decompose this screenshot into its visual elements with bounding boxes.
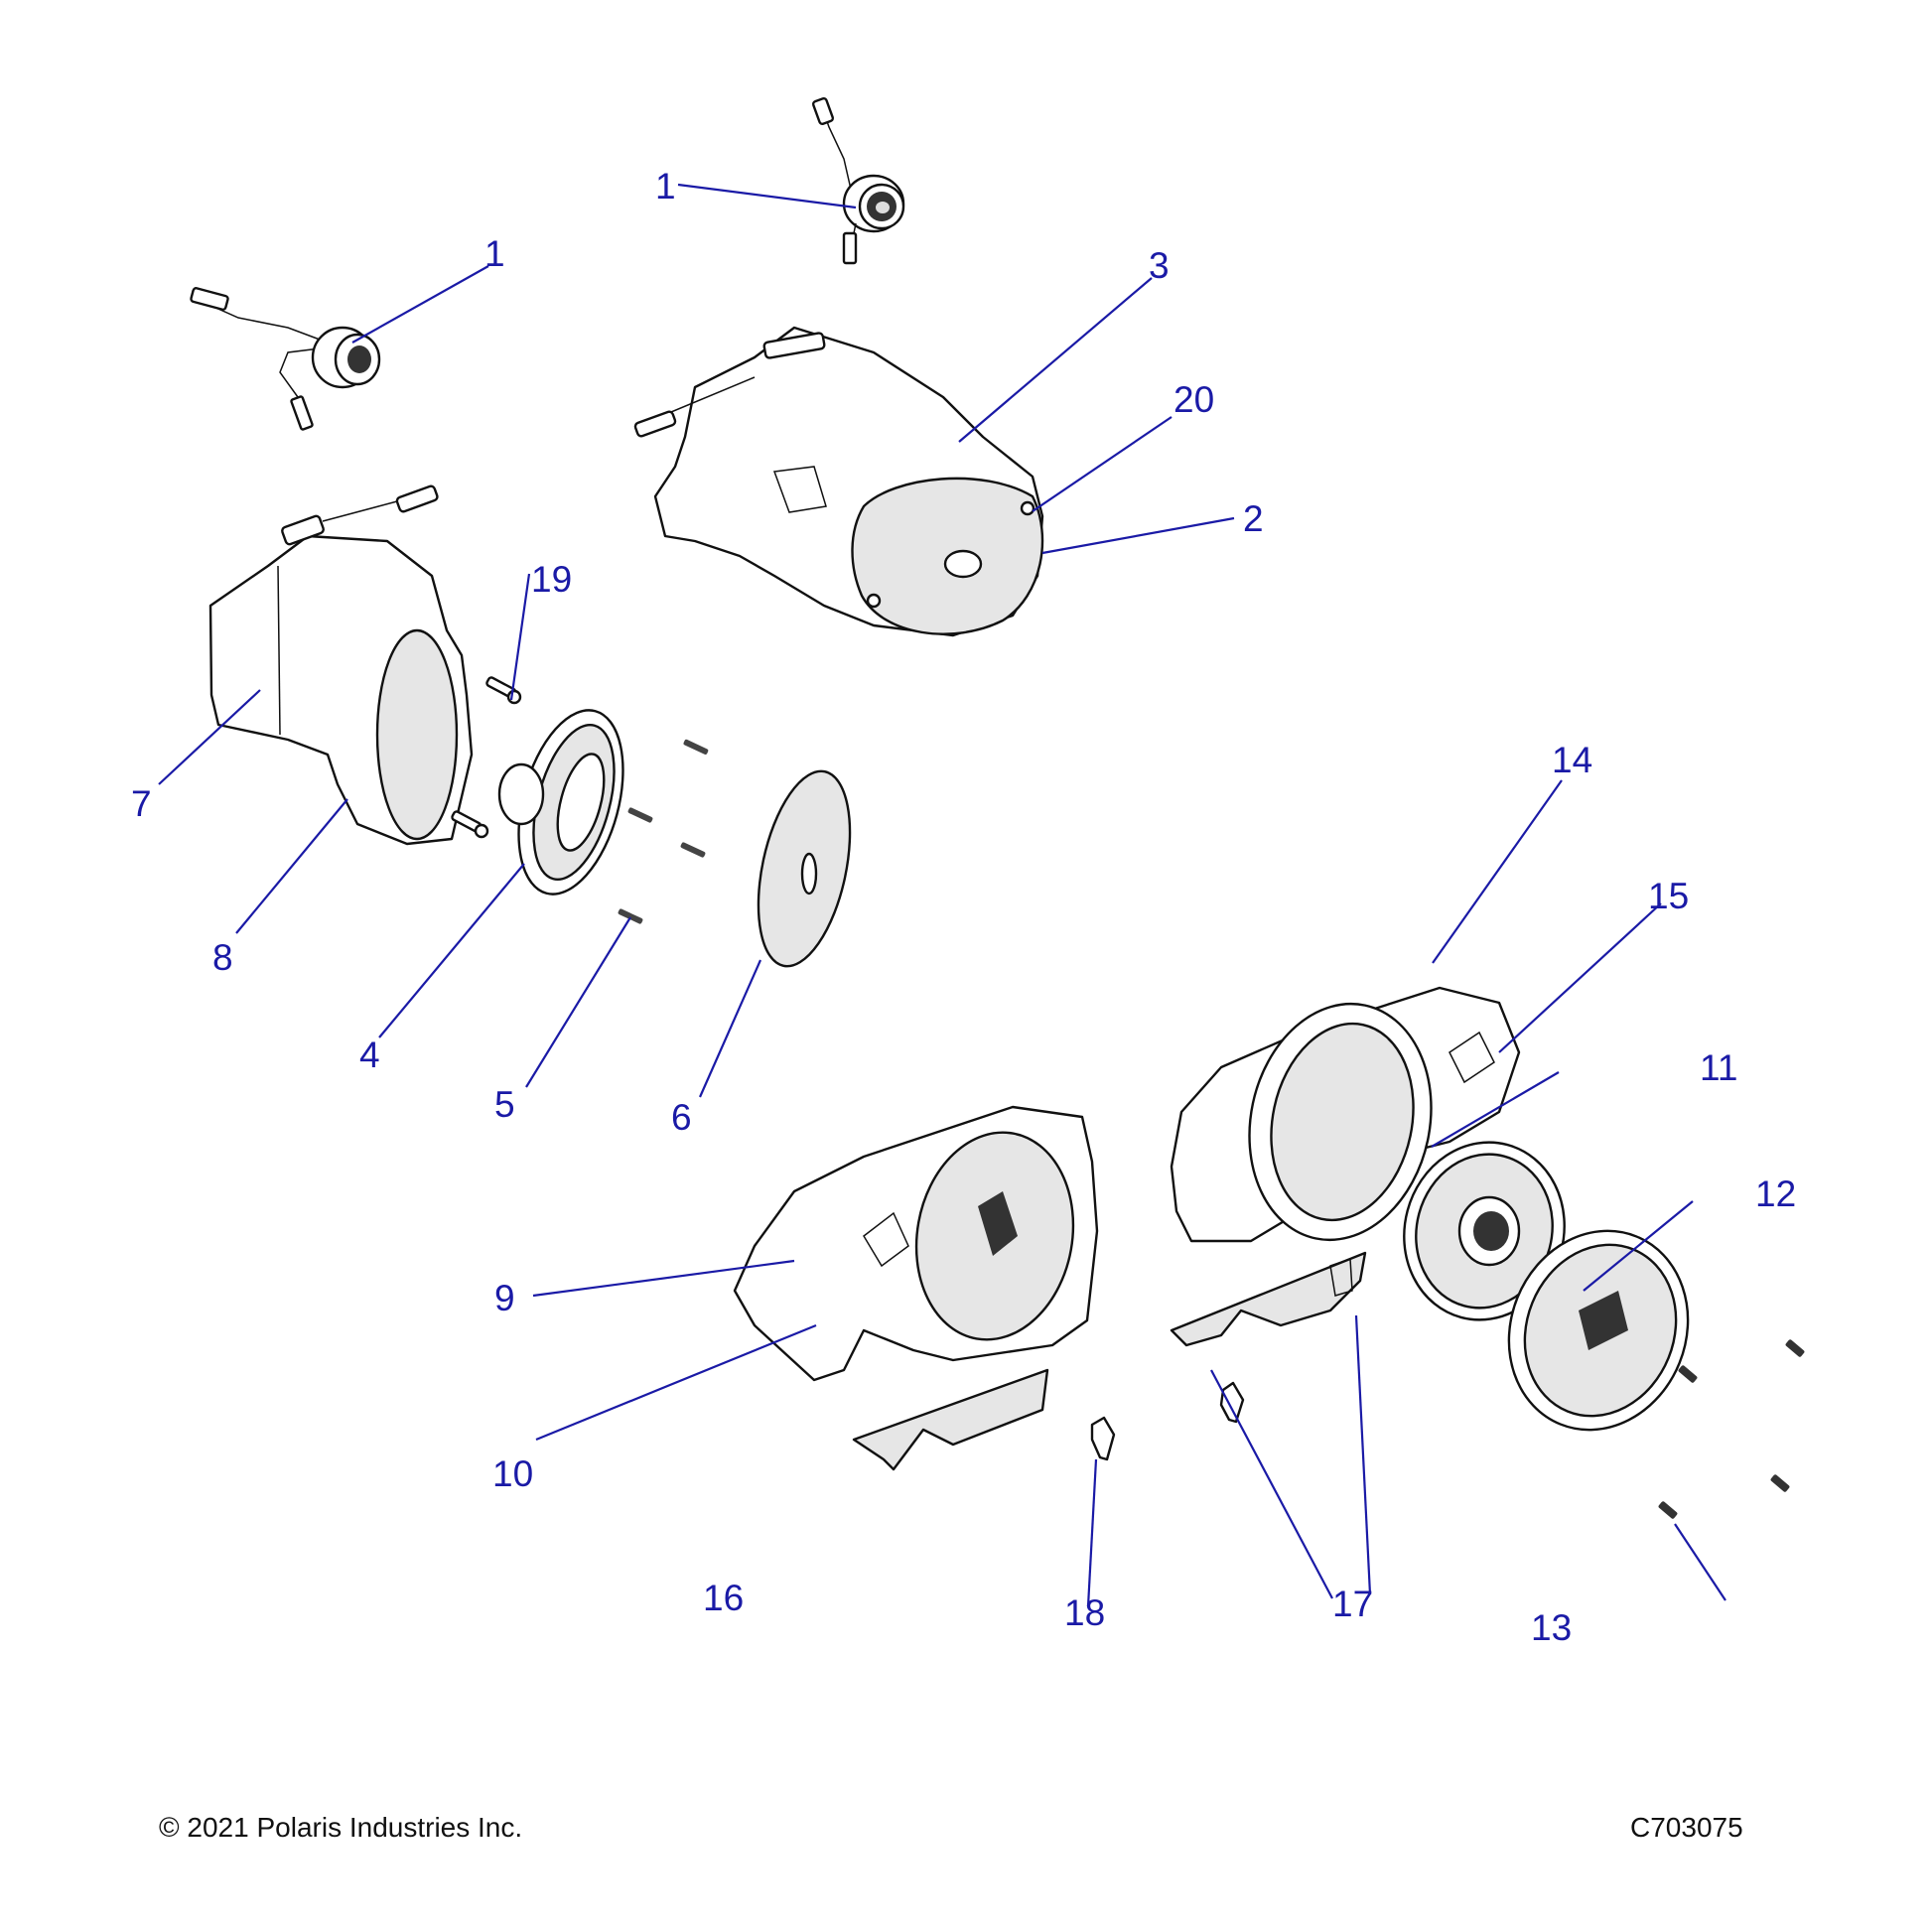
callout-8: 8: [212, 937, 233, 978]
enclosure-lower: [733, 1105, 1099, 1382]
callout-4: 4: [359, 1035, 380, 1075]
cover-plate-6: [757, 769, 852, 968]
leader-lines: [158, 183, 1726, 1607]
callout-1-left: 1: [484, 233, 505, 274]
grille-12: [1507, 1229, 1690, 1432]
screws-5: [618, 739, 709, 924]
callout-17: 17: [1332, 1584, 1373, 1624]
clips-18: [1090, 1381, 1245, 1461]
enclosure-right: [1170, 986, 1521, 1243]
bracket-17: [1170, 1251, 1367, 1347]
speaker-4: [497, 709, 624, 896]
callout-3: 3: [1149, 245, 1170, 286]
callout-1-top: 1: [655, 166, 676, 207]
callout-12: 12: [1755, 1173, 1796, 1214]
callouts: 1 1 2 3 4 5 6 7 8 9 10 11 12 13 14 15 16…: [131, 166, 1796, 1648]
callout-18: 18: [1064, 1592, 1105, 1633]
callout-20: 20: [1173, 379, 1214, 420]
screws-13: [1658, 1339, 1805, 1519]
drawing-number: C703075: [1630, 1812, 1743, 1843]
callout-16: 16: [703, 1578, 744, 1618]
callout-6: 6: [671, 1097, 692, 1138]
callout-2: 2: [1243, 498, 1264, 539]
enclosure-left: [208, 484, 474, 846]
callout-13: 13: [1531, 1607, 1572, 1648]
callout-9: 9: [494, 1278, 515, 1318]
bracket-16: [852, 1368, 1049, 1471]
tweeter-left: [190, 287, 381, 431]
speaker-11: [1403, 1141, 1566, 1321]
callout-19: 19: [531, 559, 572, 600]
callout-15: 15: [1648, 876, 1689, 916]
callout-14: 14: [1552, 740, 1592, 780]
callout-7: 7: [131, 783, 152, 824]
enclosure-upper: [633, 326, 1044, 637]
copyright-notice: © 2021 Polaris Industries Inc.: [159, 1812, 523, 1843]
callout-5: 5: [494, 1084, 515, 1125]
callout-11: 11: [1700, 1047, 1737, 1088]
tweeter-top: [811, 96, 905, 265]
callout-10: 10: [492, 1453, 533, 1494]
